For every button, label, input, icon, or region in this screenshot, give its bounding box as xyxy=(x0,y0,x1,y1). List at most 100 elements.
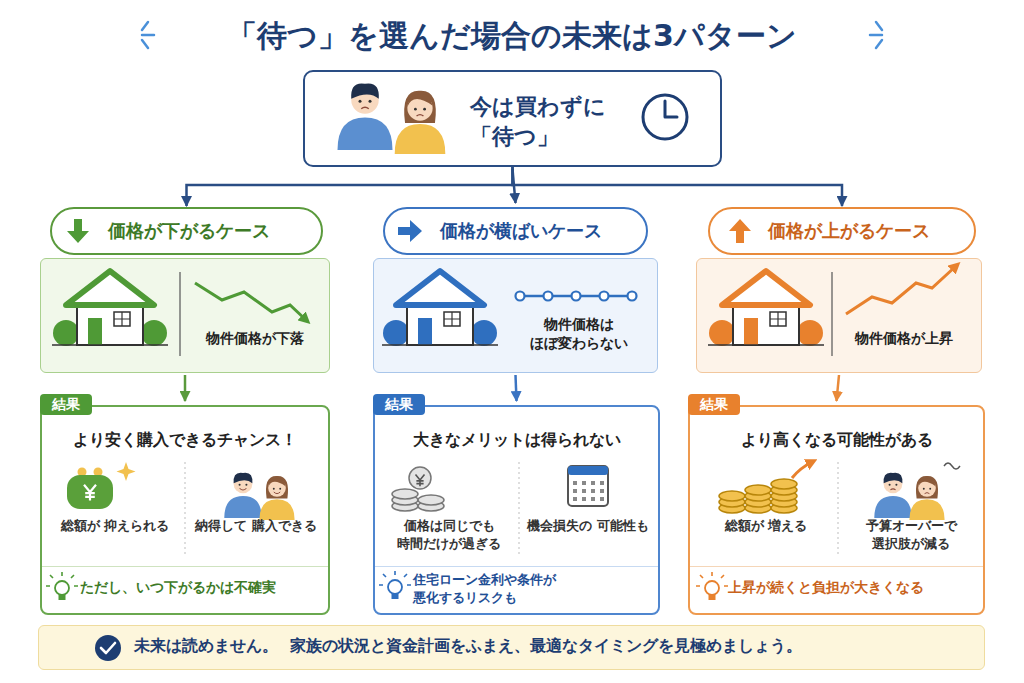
illustration-part xyxy=(78,468,87,477)
person-figure xyxy=(259,476,294,520)
illustration-part xyxy=(745,491,771,501)
illustration-part xyxy=(338,118,393,151)
illustration-part xyxy=(722,271,810,305)
node-text: 納得して 購入できる xyxy=(188,517,324,535)
illustration-part xyxy=(141,320,167,346)
illustration-part xyxy=(719,497,745,507)
illustration-part xyxy=(729,219,751,243)
result-box: 総額が 増える予算オーバーで 選択肢が減る上昇が続くと負担が大きくなる結果より高… xyxy=(688,405,985,615)
illustration-part xyxy=(918,478,936,487)
coin-stack xyxy=(745,485,771,513)
illustration-part xyxy=(600,481,604,485)
node-text: 総額が 増える xyxy=(695,517,837,535)
up-arrow-icon xyxy=(729,219,751,243)
result-item: 総額が 抑えられる xyxy=(48,455,182,563)
illustration-part xyxy=(67,219,89,243)
result-item: 総額が 増える xyxy=(695,455,837,563)
tip-bulb xyxy=(46,572,78,600)
result-box: 価格は同じでも 時間だけが過ぎる機会損失の 可能性も住宅ローン金利や条件が 悪化… xyxy=(373,405,660,615)
illustration-part xyxy=(944,463,960,469)
node-text: 機会損失の 可能性も xyxy=(520,517,656,535)
illustration-part xyxy=(582,497,586,501)
illustration-part xyxy=(705,581,719,595)
illustration-part xyxy=(179,272,180,356)
illustration-part xyxy=(392,489,418,499)
node-text: 今は買わずに 「待つ」 xyxy=(470,92,610,151)
illustration-part xyxy=(59,595,66,600)
illustration-part xyxy=(600,497,604,501)
illustration-part xyxy=(929,488,931,490)
illustration-part xyxy=(591,489,595,493)
illustration-part xyxy=(923,488,925,490)
illustration-part xyxy=(520,295,632,298)
check-icon xyxy=(95,635,121,661)
calendar-icon xyxy=(568,466,608,506)
illustration-part xyxy=(916,476,938,498)
illustration-part xyxy=(568,466,608,506)
person-figure xyxy=(338,83,393,150)
node-text: 家族の状況と資金計画をふまえ、最適なタイミングを見極めましょう。 xyxy=(290,635,802,657)
node-text: 結果 xyxy=(688,394,740,415)
illustration-part xyxy=(114,312,130,326)
illustration-part xyxy=(719,503,745,513)
illustration-part xyxy=(884,475,903,494)
illustration-part xyxy=(95,635,121,661)
price-chart xyxy=(180,266,956,356)
illustration-part xyxy=(414,108,417,111)
illustration-part xyxy=(361,107,369,109)
illustration-part xyxy=(568,466,608,475)
illustration-part xyxy=(351,86,379,114)
footer-note: 未来は読めません。家族の状況と資金計画をふまえ、最適なタイミングを見極めましょう… xyxy=(38,625,985,670)
node-text: 上昇が続くと負担が大きくなる xyxy=(728,578,978,597)
node-text: 結果 xyxy=(40,394,92,415)
illustration-part xyxy=(418,501,444,511)
person-figure xyxy=(874,473,911,518)
illustration-part xyxy=(396,271,484,305)
illustration-part xyxy=(890,489,895,490)
illustration-part xyxy=(797,320,823,346)
node-text: 価格は同じでも 時間だけが過ぎる xyxy=(380,517,518,552)
illustration-part xyxy=(831,272,832,356)
illustration-part xyxy=(518,462,519,556)
coin-stack xyxy=(392,467,431,511)
illustration-part xyxy=(416,475,425,487)
illustration-part xyxy=(184,462,185,556)
illustration-part xyxy=(234,473,253,483)
result-item: 機会損失の 可能性も xyxy=(520,455,656,563)
node-text: 住宅ローン金利や条件が 悪化するリスクも xyxy=(413,571,653,606)
illustration-part xyxy=(392,501,418,511)
illustration-part xyxy=(392,495,418,505)
illustration-part xyxy=(572,292,581,301)
happy-couple xyxy=(224,473,294,520)
node-text: 総額が 抑えられる xyxy=(48,517,182,535)
illustration-part xyxy=(771,491,797,501)
illustration-part xyxy=(837,462,838,556)
illustration-part xyxy=(745,497,771,507)
illustration-part xyxy=(600,292,609,301)
illustration-part xyxy=(279,488,281,490)
person-figure xyxy=(909,476,944,520)
diagram-title: 「待つ」を選んだ場合の未来は3パターン xyxy=(0,16,1024,57)
node-text: 予算オーバーで 選択肢が減る xyxy=(840,517,982,552)
illustration-part xyxy=(351,83,379,98)
illustration-part xyxy=(379,571,411,585)
illustration-part xyxy=(383,320,409,346)
node-text: 価格が下がるケース xyxy=(108,219,313,243)
illustration-part xyxy=(259,499,294,520)
illustration-part xyxy=(918,479,936,497)
illustration-part xyxy=(573,481,577,485)
illustration-part xyxy=(771,479,797,489)
illustration-part xyxy=(745,503,771,513)
illustration-part xyxy=(444,312,460,326)
illustration-part xyxy=(628,292,637,301)
tip-bulb xyxy=(696,572,728,600)
illustration-part xyxy=(591,497,595,501)
illustration-part xyxy=(114,312,130,326)
illustration-part xyxy=(582,489,586,493)
person-figure xyxy=(395,91,446,154)
illustration-part xyxy=(245,484,247,486)
illustration-part xyxy=(268,478,286,487)
illustration-part xyxy=(733,300,799,345)
connector-arrow xyxy=(187,167,513,206)
